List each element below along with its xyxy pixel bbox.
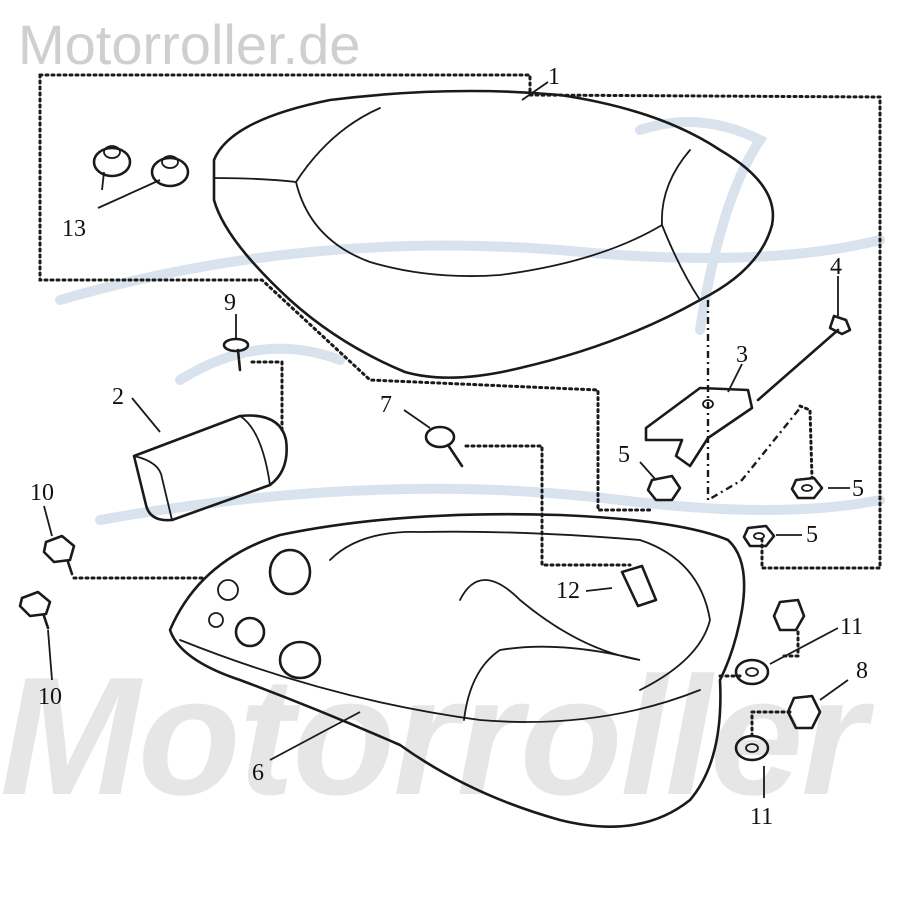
callout-4: 4 <box>830 254 842 280</box>
callout-10-a: 10 <box>30 480 54 506</box>
clip-part-10-a <box>42 534 76 576</box>
cover-part-2 <box>132 414 288 522</box>
nut-part-5-c <box>742 524 776 548</box>
seat-part-1 <box>212 89 775 379</box>
callout-8: 8 <box>856 658 868 684</box>
watermark-top: Motorroller.de <box>18 13 361 76</box>
clip-part-12 <box>620 564 658 608</box>
nut-part-11-top <box>772 598 806 632</box>
callout-1: 1 <box>548 64 560 90</box>
nut-part-8 <box>786 694 822 730</box>
callout-11-b: 11 <box>750 804 773 830</box>
screw-part-9 <box>222 337 250 372</box>
assembly-lines <box>38 73 882 737</box>
callout-labels: 1 2 3 4 5 5 5 6 7 8 9 10 10 11 11 12 13 <box>30 64 868 830</box>
callout-5-a: 5 <box>618 442 630 468</box>
long-bolt-part-4 <box>756 314 852 402</box>
bracket-part-3 <box>644 386 754 468</box>
storage-box-part-6 <box>168 512 746 828</box>
bolt-part-7 <box>424 425 464 468</box>
callout-12: 12 <box>556 578 580 604</box>
watermark-logo <box>55 117 885 525</box>
nut-part-5-a <box>646 474 682 502</box>
callout-13: 13 <box>62 216 86 242</box>
callout-7: 7 <box>380 392 392 418</box>
washer-part-11-a <box>734 658 770 686</box>
leader-lines <box>43 81 850 798</box>
clip-part-10-b <box>18 590 52 630</box>
nut-part-5-b <box>790 476 824 500</box>
washer-part-11-b <box>734 734 770 762</box>
callout-9: 9 <box>224 290 236 316</box>
callout-10-b: 10 <box>38 684 62 710</box>
callout-5-b: 5 <box>852 476 864 502</box>
callout-5-c: 5 <box>806 522 818 548</box>
callout-3: 3 <box>736 342 748 368</box>
rubber-buffer-part-13 <box>92 145 190 188</box>
callout-11-a: 11 <box>840 614 863 640</box>
callout-6: 6 <box>252 760 264 786</box>
callout-2: 2 <box>112 384 124 410</box>
